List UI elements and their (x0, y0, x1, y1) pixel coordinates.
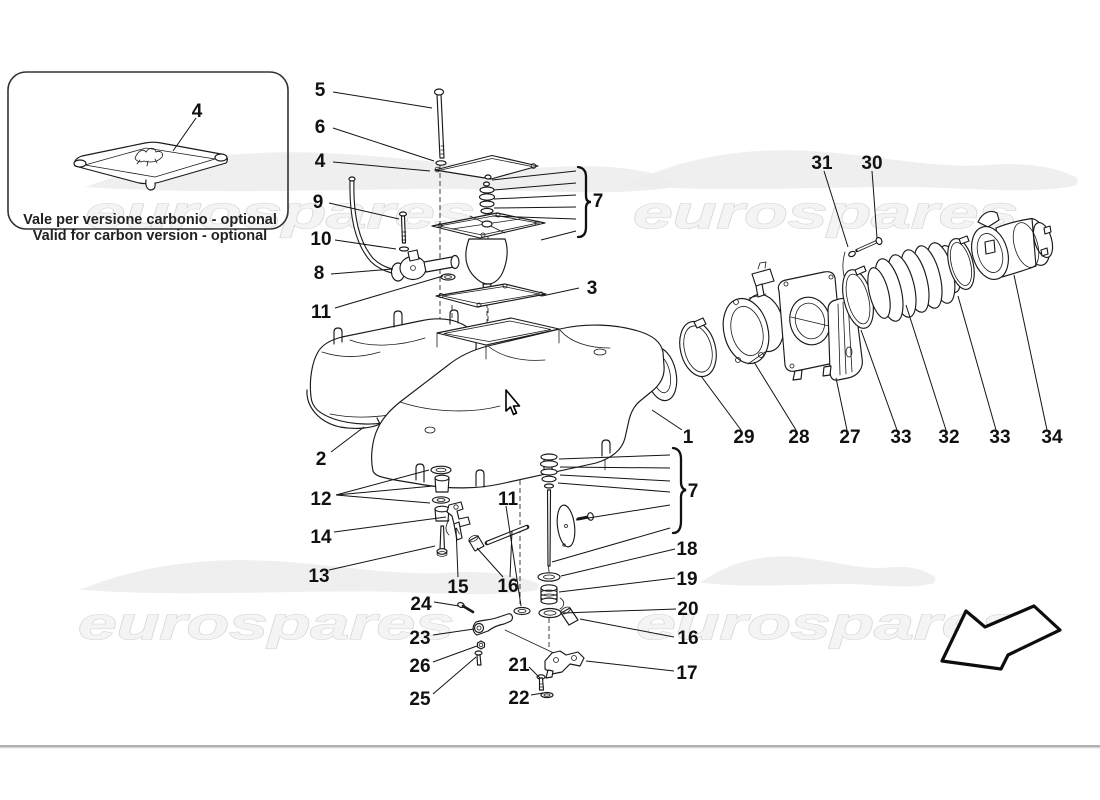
callout-11-top: 11 (311, 302, 332, 323)
part-spacer-16-left (468, 524, 530, 552)
callout-13: 13 (308, 566, 329, 587)
callout-30: 30 (861, 153, 882, 174)
part-bolt-21 (536, 674, 546, 691)
part-bolt-25 (474, 650, 483, 666)
inset-part-cover-4 (73, 141, 228, 191)
callout-8: 8 (314, 263, 325, 284)
mouse-cursor-icon (505, 389, 521, 416)
part-screw-9 (398, 211, 408, 244)
callout-33-left: 33 (890, 427, 911, 448)
callout-14: 14 (310, 527, 332, 548)
watermark-text-bottom-left: eurospares (78, 598, 454, 649)
inset-caption-italian: Vale per versione carbonio - optional (23, 212, 277, 228)
part-spacer-16-right (560, 606, 579, 626)
part-clamp-33-left (842, 265, 874, 329)
part-screws-30-31 (848, 236, 883, 258)
callout-33-right: 33 (989, 427, 1010, 448)
inset-panel: 4 Vale per versione carbonio - optional … (7, 71, 289, 244)
callout-4-main: 4 (315, 151, 326, 172)
watermark-swoosh-bottom-right (700, 556, 936, 587)
part-washer-18 (537, 572, 561, 582)
part-nut-26 (476, 640, 486, 650)
footer-divider (0, 745, 1100, 749)
part-bracket-17 (544, 650, 585, 679)
part-bracket-14 (445, 501, 471, 536)
part-gasket-11-mid (513, 606, 531, 616)
callout-1: 1 (683, 427, 694, 448)
watermark-swoosh-bottom-left (80, 560, 539, 595)
watermark-swoosh-top-left (85, 152, 674, 193)
callout-27: 27 (839, 427, 860, 448)
callout-3: 3 (587, 278, 598, 299)
callout-19: 19 (676, 569, 697, 590)
part-throttle-body-27 (751, 251, 863, 381)
part-screw-24 (457, 601, 475, 614)
callout-12: 12 (310, 489, 331, 510)
callout-9: 9 (313, 192, 324, 213)
part-adapter-sleeve-28 (722, 293, 785, 365)
callout-10: 10 (310, 229, 331, 250)
callout-29: 29 (733, 427, 754, 448)
watermark-text-top-right: eurospares (633, 187, 1018, 238)
callout-7-top: 7 (593, 191, 604, 212)
callout-5: 5 (315, 80, 326, 101)
prancing-horse-logo (134, 147, 163, 167)
part-air-flow-meter-34 (971, 210, 1054, 280)
part-bolt-5 (433, 88, 445, 159)
watermarks: eurospares eurospares eurospares eurospa… (77, 150, 1078, 650)
callout-22: 22 (508, 688, 529, 709)
callout-16-left: 16 (497, 576, 518, 597)
callout-34: 34 (1041, 427, 1063, 448)
direction-arrow (940, 604, 1062, 671)
callout-20: 20 (677, 599, 698, 620)
part-hose-tube (348, 176, 403, 275)
callout-26: 26 (409, 656, 430, 677)
part-clamp-33-right (947, 235, 975, 290)
callout-32: 32 (938, 427, 959, 448)
part-link-23 (472, 613, 513, 636)
watermark-swoosh-top-right (625, 150, 1078, 191)
part-air-valve-8 (390, 249, 460, 282)
part-clamp-29 (679, 317, 717, 378)
group-braces (576, 165, 687, 535)
part-bushing-19 (540, 584, 565, 610)
callout-16-right: 16 (677, 628, 698, 649)
part-cover-plate-4 (434, 154, 539, 180)
part-valve-cover-plate (431, 212, 546, 239)
brace-7-top (576, 165, 592, 239)
callout-25: 25 (409, 689, 431, 710)
callout-28: 28 (788, 427, 809, 448)
callout-11-mid: 11 (498, 489, 519, 510)
callout-24: 24 (410, 594, 432, 615)
inset-caption-english: Valid for carbon version - optional (33, 228, 267, 244)
callout-6: 6 (315, 117, 326, 138)
part-washer-22 (540, 691, 554, 699)
callout-31: 31 (811, 153, 833, 174)
part-washer-6 (435, 160, 447, 166)
part-bellows-32 (867, 242, 962, 322)
callout-15: 15 (447, 577, 469, 598)
callout-17: 17 (676, 663, 697, 684)
part-stud-13 (436, 525, 448, 557)
inset-callout-4: 4 (192, 101, 203, 122)
part-washer-stack-7-bottom (539, 453, 594, 573)
part-gasket-3 (435, 283, 547, 308)
callout-numbers: 5 6 4 9 10 8 11 7 3 31 30 2 1 29 28 27 3… (308, 80, 1063, 710)
leader-lines (328, 91, 1048, 696)
callout-2: 2 (316, 449, 327, 470)
part-washer-10 (398, 246, 410, 252)
callout-18: 18 (676, 539, 697, 560)
part-ring-20 (538, 607, 562, 619)
callout-7-bottom: 7 (688, 481, 699, 502)
callout-21: 21 (508, 655, 530, 676)
callout-23: 23 (409, 628, 430, 649)
brace-7-bottom (671, 446, 687, 535)
